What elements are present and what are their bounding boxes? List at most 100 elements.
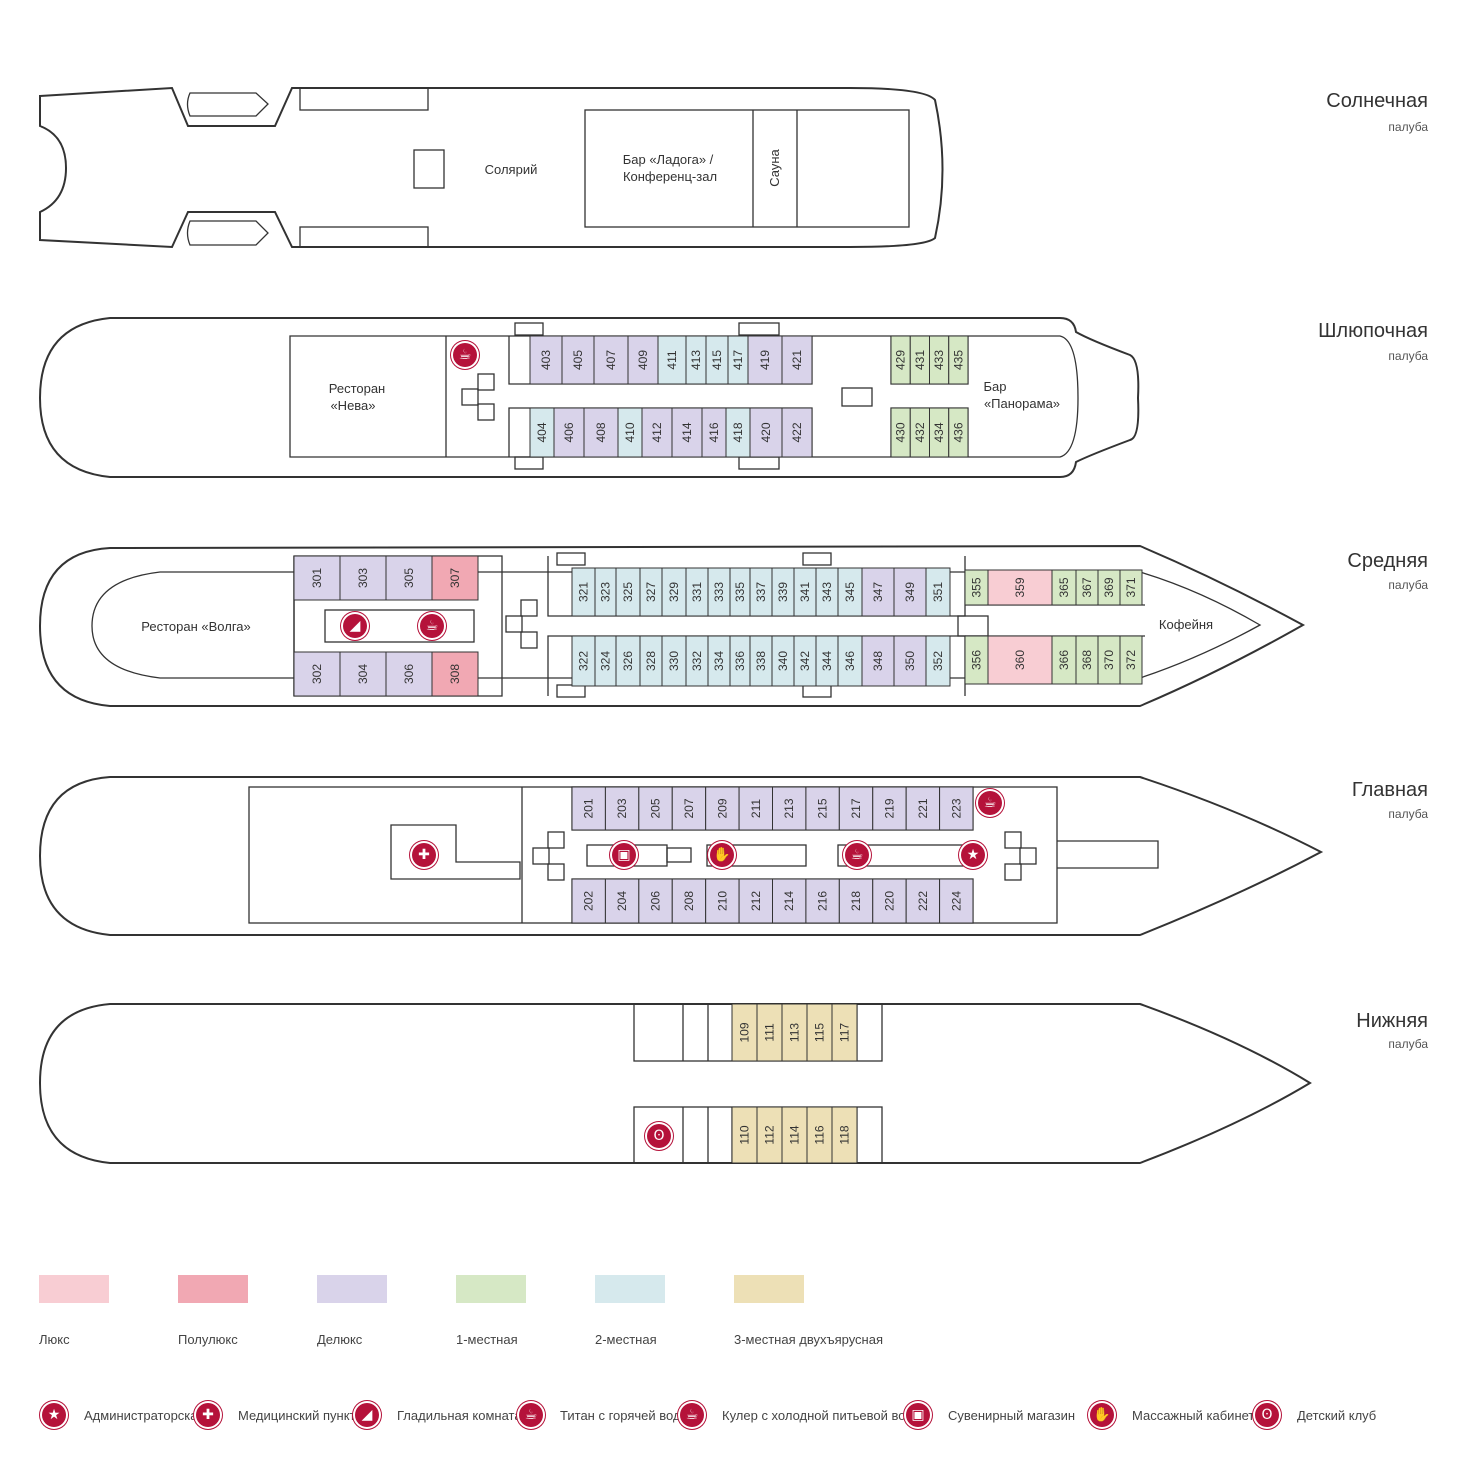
cabin-203[interactable]: [604, 786, 640, 831]
cabin-224[interactable]: [939, 878, 974, 924]
cabin-201[interactable]: [571, 786, 606, 831]
cabin-436[interactable]: [948, 407, 969, 458]
cabin-number: 329: [667, 582, 681, 602]
cabin-405[interactable]: [561, 335, 595, 385]
cabin-117[interactable]: [831, 1003, 858, 1062]
cabin-112[interactable]: [756, 1106, 783, 1164]
cabin-223[interactable]: [939, 786, 974, 831]
cabin-411[interactable]: [657, 335, 687, 385]
cabin-330[interactable]: [661, 635, 687, 687]
deck-plan: Солярий Бар «Ладога» / Конференц-зал Сау…: [38, 86, 1324, 1164]
cabin-118[interactable]: [831, 1106, 858, 1164]
cabin-number: 418: [731, 422, 745, 442]
cabin-number: 432: [913, 422, 927, 442]
hot-water-cup-icon: ☕: [420, 614, 444, 638]
cabin-416[interactable]: [701, 407, 727, 458]
cabin-421[interactable]: [781, 335, 813, 385]
cabin-114[interactable]: [781, 1106, 808, 1164]
cabin-407[interactable]: [593, 335, 629, 385]
cabin-414[interactable]: [671, 407, 703, 458]
cabin-number: 344: [820, 651, 834, 671]
cabin-number: 416: [707, 422, 721, 442]
cabin-number: 334: [712, 651, 726, 671]
cabin-111[interactable]: [756, 1003, 783, 1062]
cabin-number: 223: [949, 798, 963, 818]
cabin-208[interactable]: [671, 878, 707, 924]
cabin-number: 365: [1057, 577, 1071, 597]
cabin-number: 369: [1102, 577, 1116, 597]
legend-swatch-single: [456, 1275, 526, 1303]
hot-water-cup-icon: ☕: [845, 843, 869, 867]
cabin-408[interactable]: [583, 407, 619, 458]
cabin-403[interactable]: [529, 335, 563, 385]
cabin-number: 308: [448, 664, 462, 684]
cabin-304[interactable]: [339, 651, 387, 697]
cabin-216[interactable]: [805, 878, 840, 924]
cabin-number: 335: [733, 582, 747, 602]
cabin-217[interactable]: [838, 786, 874, 831]
restaurant-volga-label: Ресторан «Волга»: [141, 619, 250, 634]
cabin-number: 436: [951, 422, 965, 442]
cabin-210[interactable]: [705, 878, 740, 924]
cabin-number: 112: [763, 1125, 777, 1144]
cabin-372[interactable]: [1119, 635, 1143, 685]
cabin-116[interactable]: [806, 1106, 833, 1164]
cabin-303[interactable]: [339, 555, 387, 601]
cabin-404[interactable]: [529, 407, 555, 458]
cabin-212[interactable]: [738, 878, 773, 924]
legend-swatch-deluxe: [317, 1275, 387, 1303]
cabin-number: 322: [577, 651, 591, 671]
cabin-115[interactable]: [806, 1003, 833, 1062]
legend-swatch-double: [595, 1275, 665, 1303]
cabin-222[interactable]: [905, 878, 941, 924]
cabin-420[interactable]: [749, 407, 783, 458]
cabin-422[interactable]: [781, 407, 813, 458]
cabin-number: 421: [790, 350, 804, 370]
cabin-211[interactable]: [738, 786, 773, 831]
cabin-109[interactable]: [731, 1003, 758, 1062]
cabin-349[interactable]: [893, 567, 927, 617]
cabin-number: 431: [913, 350, 927, 370]
cabin-218[interactable]: [838, 878, 874, 924]
bar-ladoga-label-2: Конференц-зал: [623, 169, 717, 184]
cabin-326[interactable]: [615, 635, 641, 687]
cabin-number: 348: [871, 651, 885, 671]
cabin-220[interactable]: [872, 878, 907, 924]
cabin-202[interactable]: [571, 878, 606, 924]
cabin-301[interactable]: [293, 555, 341, 601]
cabin-number: 435: [951, 350, 965, 370]
cabin-348[interactable]: [861, 635, 895, 687]
cabin-221[interactable]: [905, 786, 941, 831]
cabin-213[interactable]: [772, 786, 807, 831]
cabin-329[interactable]: [661, 567, 687, 617]
legend-label-deluxe: Делюкс: [317, 1332, 363, 1347]
cabin-359[interactable]: [987, 569, 1053, 606]
cabin-209[interactable]: [705, 786, 740, 831]
cabin-number: 368: [1080, 650, 1094, 670]
cabin-219[interactable]: [872, 786, 907, 831]
cabin-419[interactable]: [747, 335, 783, 385]
cabin-307[interactable]: [431, 555, 479, 601]
cabin-350[interactable]: [893, 635, 927, 687]
cabin-number: 327: [644, 582, 658, 602]
cabin-406[interactable]: [553, 407, 585, 458]
cabin-365[interactable]: [1051, 569, 1077, 606]
cabin-435[interactable]: [948, 335, 969, 385]
cabin-306[interactable]: [385, 651, 433, 697]
cabin-352[interactable]: [925, 635, 951, 687]
cabin-215[interactable]: [805, 786, 840, 831]
cabin-347[interactable]: [861, 567, 895, 617]
cabin-410[interactable]: [617, 407, 643, 458]
cabin-351[interactable]: [925, 567, 951, 617]
cabin-412[interactable]: [641, 407, 673, 458]
cabin-360[interactable]: [987, 635, 1053, 685]
cabin-204[interactable]: [604, 878, 640, 924]
cabin-409[interactable]: [627, 335, 659, 385]
cabin-308[interactable]: [431, 651, 479, 697]
legend-label-triple: 3-местная двухъярусная: [734, 1332, 883, 1347]
cabin-110[interactable]: [731, 1106, 758, 1164]
sauna-label: Сауна: [767, 148, 782, 186]
cabin-371[interactable]: [1119, 569, 1143, 606]
cabin-number: 346: [843, 651, 857, 671]
cabin-345[interactable]: [837, 567, 863, 617]
